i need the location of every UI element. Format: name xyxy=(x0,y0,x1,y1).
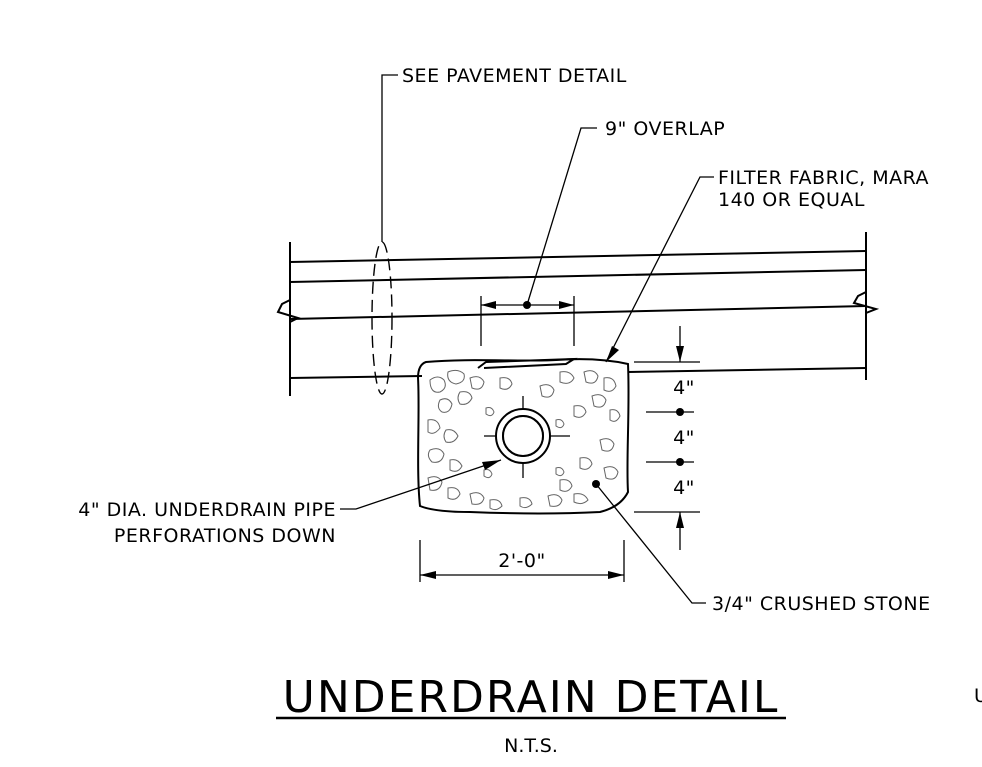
pavement-section xyxy=(276,232,880,396)
pavement-callout: SEE PAVEMENT DETAIL xyxy=(371,65,627,395)
title-block: UNDERDRAIN DETAIL N.T.S. xyxy=(276,672,786,757)
fabric-callout: FILTER FABRIC, MARA 140 OR EQUAL xyxy=(605,167,929,363)
layer-dimension-3: 4" xyxy=(673,477,695,499)
detail-title: UNDERDRAIN DETAIL xyxy=(283,672,780,723)
pipe-callout: 4" DIA. UNDERDRAIN PIPE PERFORATIONS DOW… xyxy=(78,459,502,547)
pipe-label-line1: 4" DIA. UNDERDRAIN PIPE xyxy=(78,499,336,521)
width-dimension-label: 2'-0" xyxy=(498,550,546,572)
overlap-label: 9" OVERLAP xyxy=(605,118,725,140)
fabric-label-line2: 140 OR EQUAL xyxy=(718,189,865,211)
crushed-stone-texture xyxy=(427,369,621,511)
width-dimension: 2'-0" xyxy=(419,540,625,582)
pavement-detail-label: SEE PAVEMENT DETAIL xyxy=(402,65,627,87)
layer-dimension-1: 4" xyxy=(673,377,695,399)
stone-callout: 3/4" CRUSHED STONE xyxy=(592,480,931,615)
stone-trench xyxy=(416,357,630,515)
layer-dimensions: 4" 4" 4" xyxy=(634,326,700,550)
stone-label: 3/4" CRUSHED STONE xyxy=(712,593,931,615)
underdrain-pipe xyxy=(484,396,570,478)
pipe-label-line2: PERFORATIONS DOWN xyxy=(114,525,336,547)
scale-note: N.T.S. xyxy=(504,735,558,757)
overlap-callout: 9" OVERLAP xyxy=(480,118,725,346)
clipped-edge-text: U xyxy=(974,685,982,707)
fabric-label-line1: FILTER FABRIC, MARA xyxy=(718,167,929,189)
layer-dimension-2: 4" xyxy=(673,427,695,449)
